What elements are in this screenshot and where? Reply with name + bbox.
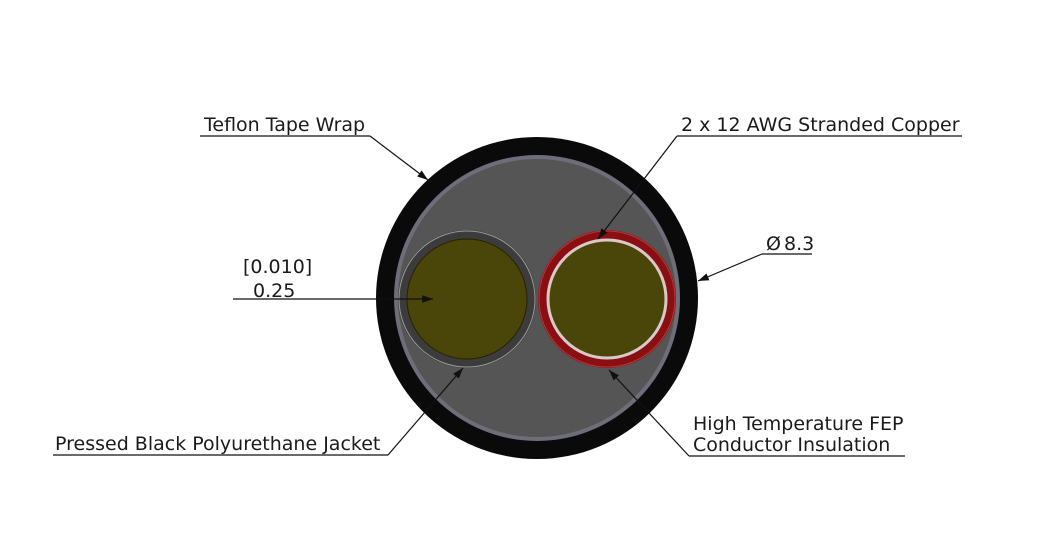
dimension-inch: [0.010] [243,256,312,278]
diameter-symbol: Ø [766,233,781,255]
label-insulation-line2: Conductor Insulation [693,434,890,456]
leader-line [387,367,464,456]
right-conductor [546,238,668,360]
callout-jacket-thickness: [0.010] 0.25 [233,256,433,303]
leader-line [369,135,429,181]
leader-line [608,369,690,457]
callout-outer-diameter: Ø 8.3 [697,233,814,282]
label-teflon-tape-wrap: Teflon Tape Wrap [203,114,365,136]
label-insulation-line1: High Temperature FEP [693,413,904,435]
leader-line [697,253,763,282]
callout-teflon-tape-wrap: Teflon Tape Wrap [200,114,429,181]
callout-conductor-spec: 2 x 12 AWG Stranded Copper [597,114,962,240]
callout-jacket: Pressed Black Polyurethane Jacket [53,367,464,456]
dimension-mm: 0.25 [253,280,295,302]
label-outer-diameter: 8.3 [784,233,814,255]
callout-fep-insulation: High Temperature FEP Conductor Insulatio… [608,369,905,457]
leader-line [597,135,678,240]
label-conductor-spec: 2 x 12 AWG Stranded Copper [681,114,960,136]
cable-cross-section [376,137,698,459]
label-jacket: Pressed Black Polyurethane Jacket [55,433,380,455]
